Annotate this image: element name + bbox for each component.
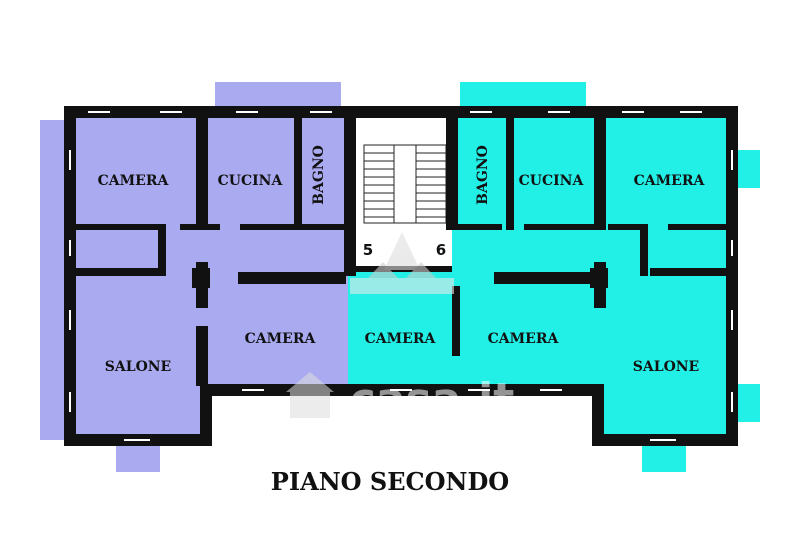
room-label-camera-top-left: CAMERA [98, 173, 170, 189]
room-label-salone-right: SALONE [633, 359, 699, 375]
right-bay-bottom [738, 384, 760, 422]
room-label-salone-left: SALONE [105, 359, 171, 375]
windows [69, 111, 733, 441]
room-label-camera-mid-left: CAMERA [245, 331, 317, 347]
casa-watermark-icon [286, 372, 334, 418]
plan-title: PIANO SECONDO [271, 467, 509, 496]
unit-number-left: 5 [363, 241, 373, 259]
room-label-camera-center-right: CAMERA [488, 331, 560, 347]
stairwell [356, 118, 450, 268]
left-bay-window [40, 120, 66, 440]
room-label-bagno-left: BAGNO [311, 145, 327, 205]
stair-steps [363, 144, 447, 224]
watermark-text: casa.it [350, 374, 514, 425]
house-logo-icon [350, 232, 454, 294]
unit-number-right: 6 [436, 241, 446, 259]
room-label-cucina-left: CUCINA [218, 173, 284, 189]
room-label-camera-top-right: CAMERA [634, 173, 706, 189]
room-label-camera-center-left: CAMERA [365, 331, 437, 347]
room-label-cucina-right: CUCINA [519, 173, 585, 189]
room-label-bagno-right: BAGNO [475, 145, 491, 205]
left-balcony [116, 444, 160, 472]
right-balcony [642, 444, 686, 472]
right-bay-top [738, 150, 760, 188]
